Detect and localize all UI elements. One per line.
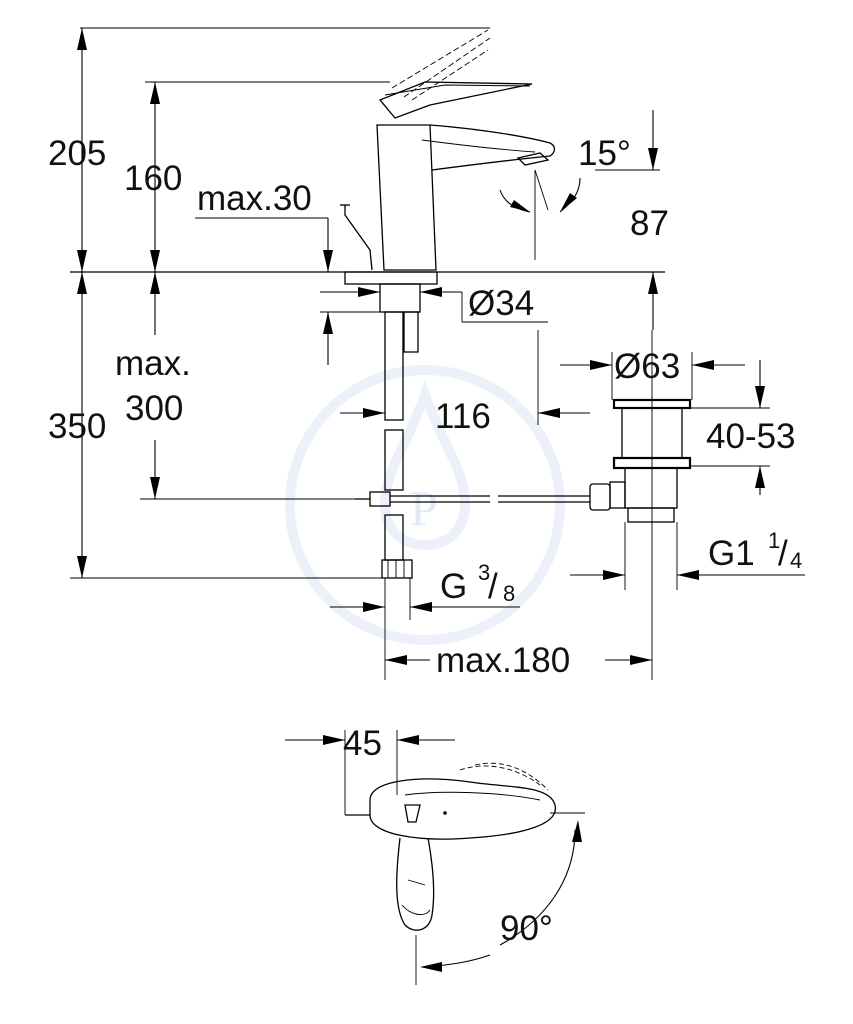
under-deck-assembly [344,271,590,579]
dimension-lines [70,27,805,680]
fraction-slash-2: / [488,567,498,606]
label-g-num: 3 [478,560,490,585]
label-g-den: 8 [503,581,515,606]
label-max30: max.30 [197,179,312,218]
label-116: 116 [435,397,491,436]
label-87: 87 [630,204,669,243]
label-g1-den: 4 [790,548,802,573]
dimension-labels: 205 160 max.30 15° 87 Ø34 Ø63 max. 300 3… [48,134,802,948]
label-40-53: 40-53 [706,417,796,456]
label-g: G [440,567,467,606]
label-300: 300 [125,389,183,428]
label-160: 160 [124,159,182,198]
faucet-side-view [340,29,556,271]
label-90deg: 90° [500,909,553,948]
label-205: 205 [48,134,106,173]
label-max180: max.180 [436,641,570,680]
label-d34: Ø34 [468,284,534,323]
watermark: P [285,365,565,645]
label-d63: Ø63 [614,347,680,386]
faucet-top-view [285,730,585,985]
label-15deg: 15° [578,134,631,173]
label-350: 350 [48,407,106,446]
label-45: 45 [343,724,382,763]
label-g1-num: 1 [768,528,780,553]
label-max: max. [115,344,191,383]
label-g1: G1 [708,534,755,573]
waste-valve [589,398,692,523]
watermark-letter: P [410,480,438,536]
fraction-slash: / [778,534,788,573]
